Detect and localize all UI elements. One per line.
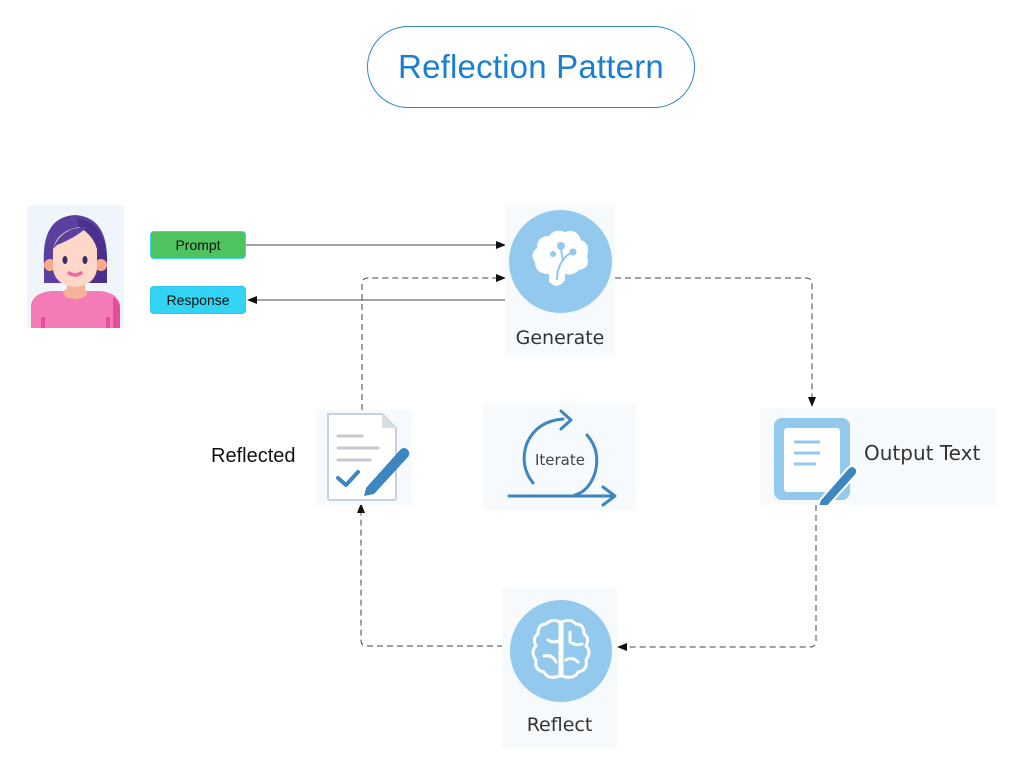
prompt-box: Prompt	[150, 231, 246, 259]
edge-reflected-to-generate	[361, 274, 506, 410]
output-text-label: Output Text	[864, 441, 981, 465]
document-check-icon	[327, 413, 410, 501]
generate-label: Generate	[515, 327, 605, 349]
reflected-node	[316, 410, 412, 505]
reflect-node: Reflect	[502, 588, 617, 748]
reflect-label: Reflect	[526, 714, 593, 736]
tree-brain-icon	[532, 230, 589, 286]
brain-icon	[531, 618, 591, 679]
user-avatar	[27, 205, 124, 328]
edge-reflect-to-reflected	[357, 503, 503, 647]
edge-generate-to-output	[615, 277, 816, 407]
diagram-title: Reflection Pattern	[367, 26, 695, 108]
prompt-label: Prompt	[175, 237, 221, 253]
iterate-label: Iterate	[535, 451, 585, 469]
iterate-node: Iterate	[483, 403, 636, 510]
document-edit-icon	[774, 418, 859, 507]
generate-circle	[509, 210, 612, 313]
edge-output-to-reflect	[617, 505, 817, 651]
user-avatar-icon	[31, 215, 120, 328]
response-box: Response	[150, 286, 246, 314]
response-label: Response	[166, 292, 230, 308]
reflected-label: Reflected	[211, 445, 296, 467]
generate-node: Generate	[505, 205, 615, 355]
iterate-loop-icon: Iterate	[507, 409, 617, 507]
reflect-circle	[510, 600, 612, 702]
output-text-node	[760, 408, 996, 507]
